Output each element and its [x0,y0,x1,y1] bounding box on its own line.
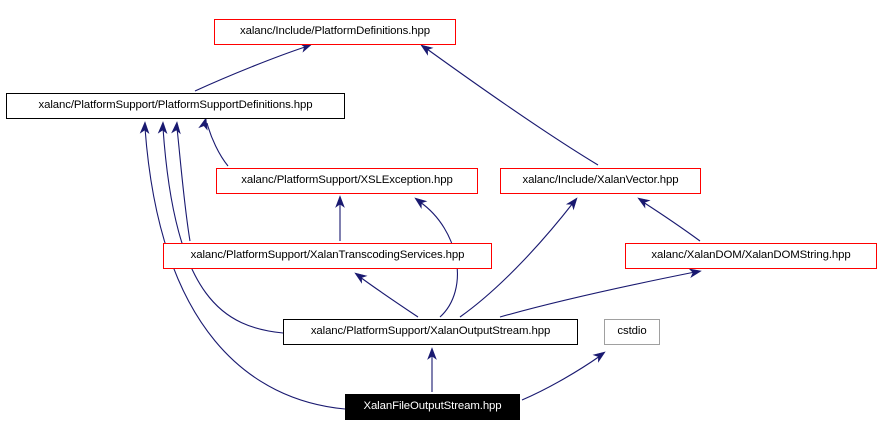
graph-node-xalan_file_output_stream[interactable]: XalanFileOutputStream.hpp [345,394,520,420]
graph-edge-xsle-to-psd [206,122,229,167]
graph-edge-xdoms-to-xv [642,201,701,242]
graph-edge-xos-to-xv [459,202,574,318]
graph-node-label: xalanc/XalanDOM/XalanDOMString.hpp [651,249,851,262]
graph-node-xalan_output_stream[interactable]: xalanc/PlatformSupport/XalanOutputStream… [283,319,578,345]
graph-edge-xfos-to-cstdio [521,355,601,401]
graph-arrowhead-xfos-to-cstdio [592,351,606,363]
graph-node-label: xalanc/PlatformSupport/XalanOutputStream… [310,325,551,338]
graph-edge-xv-to-pd [426,48,599,166]
graph-node-label: xalanc/Include/XalanVector.hpp [522,174,679,187]
graph-arrowhead-xfos-to-xos [427,347,437,360]
graph-node-label: xalanc/PlatformSupport/PlatformSupportDe… [38,99,313,112]
graph-arrowhead-xos-to-xts [354,272,368,284]
graph-edge-psd-to-pd [194,46,306,92]
graph-arrowhead-xts-to-psd [171,121,181,135]
graph-edge-xos-to-xts [359,276,419,318]
graph-edge-xos-to-psd [162,127,284,334]
graph-arrowhead-xos-to-xsle [414,197,428,209]
graph-node-label: XalanFileOutputStream.hpp [363,400,502,413]
graph-node-label: xalanc/PlatformSupport/XSLException.hpp [241,174,453,187]
graph-arrowhead-xfos-to-psd [139,121,150,134]
graph-node-label: xalanc/Include/PlatformDefinitions.hpp [240,25,430,38]
graph-arrowhead-xsle-to-psd [198,117,208,131]
graph-node-label: xalanc/PlatformSupport/XalanTranscodingS… [190,249,465,262]
graph-arrowhead-xv-to-pd [420,44,434,56]
graph-arrowhead-xos-to-psd [157,121,168,134]
graph-node-xalan_dom_string[interactable]: xalanc/XalanDOM/XalanDOMString.hpp [625,243,877,269]
graph-node-xsl_exception[interactable]: xalanc/PlatformSupport/XSLException.hpp [216,168,478,194]
graph-edge-xfos-to-psd [144,127,346,410]
graph-edge-xts-to-psd [176,127,191,242]
graph-node-xalan_transcoding_services[interactable]: xalanc/PlatformSupport/XalanTranscodingS… [163,243,492,269]
graph-edge-xos-to-xdoms [499,271,696,318]
graph-node-platform_definitions[interactable]: xalanc/Include/PlatformDefinitions.hpp [214,19,456,45]
graph-arrowhead-xos-to-xdoms [688,268,702,279]
edges-group [139,43,702,410]
graph-arrowhead-xts-to-xsle [335,195,345,208]
graph-node-xalan_vector[interactable]: xalanc/Include/XalanVector.hpp [500,168,701,194]
graph-node-platform_support_definitions[interactable]: xalanc/PlatformSupport/PlatformSupportDe… [6,93,345,119]
graph-arrowhead-xos-to-xv [565,197,578,211]
graph-node-cstdio[interactable]: cstdio [604,319,660,345]
graph-arrowhead-xdoms-to-xv [637,197,651,209]
graph-node-label: cstdio [617,325,647,338]
